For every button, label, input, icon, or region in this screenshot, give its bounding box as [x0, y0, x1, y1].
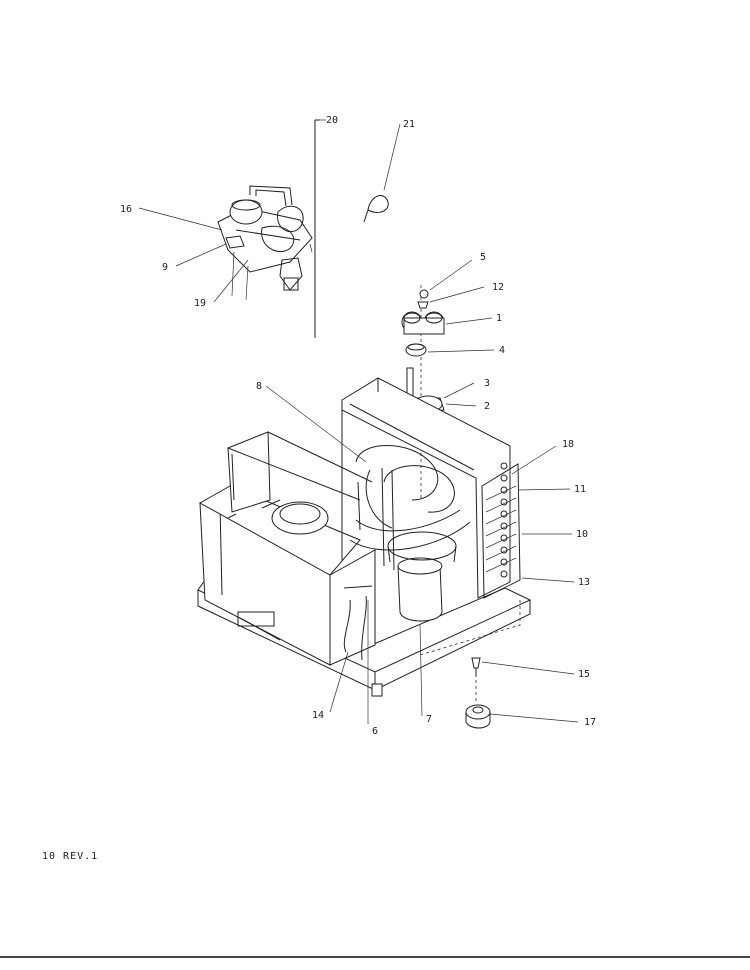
callout-13: 13: [578, 577, 590, 588]
sub-assembly-illustration: [217, 185, 313, 301]
callout-5: 5: [480, 252, 486, 263]
callout-12: 12: [492, 282, 504, 293]
leader-lines: [138, 119, 579, 724]
callout-9: 9: [162, 262, 168, 273]
callout-21: 21: [403, 119, 415, 130]
callout-3: 3: [484, 378, 490, 389]
part-21-illustration: [363, 195, 389, 223]
grommet-screw-illustration: [465, 657, 491, 729]
callout-19: 19: [194, 298, 206, 309]
callout-14: 14: [312, 710, 324, 721]
callout-18: 18: [562, 439, 574, 450]
callout-1: 1: [496, 313, 502, 324]
callout-7: 7: [426, 714, 432, 725]
callout-15: 15: [578, 669, 590, 680]
revision-code: 10 REV.1: [42, 851, 99, 862]
bottom-border-line: [0, 956, 750, 958]
callout-17: 17: [584, 717, 596, 728]
callout-16: 16: [120, 204, 132, 215]
callout-4: 4: [499, 345, 505, 356]
callout-11: 11: [574, 484, 586, 495]
stacked-parts-illustration: [401, 285, 445, 500]
callout-10: 10: [576, 529, 588, 540]
callout-8: 8: [256, 381, 262, 392]
callout-2: 2: [484, 401, 490, 412]
callout-6: 6: [372, 726, 378, 737]
main-unit-illustration: [197, 377, 532, 704]
callout-20: 20: [326, 115, 338, 126]
